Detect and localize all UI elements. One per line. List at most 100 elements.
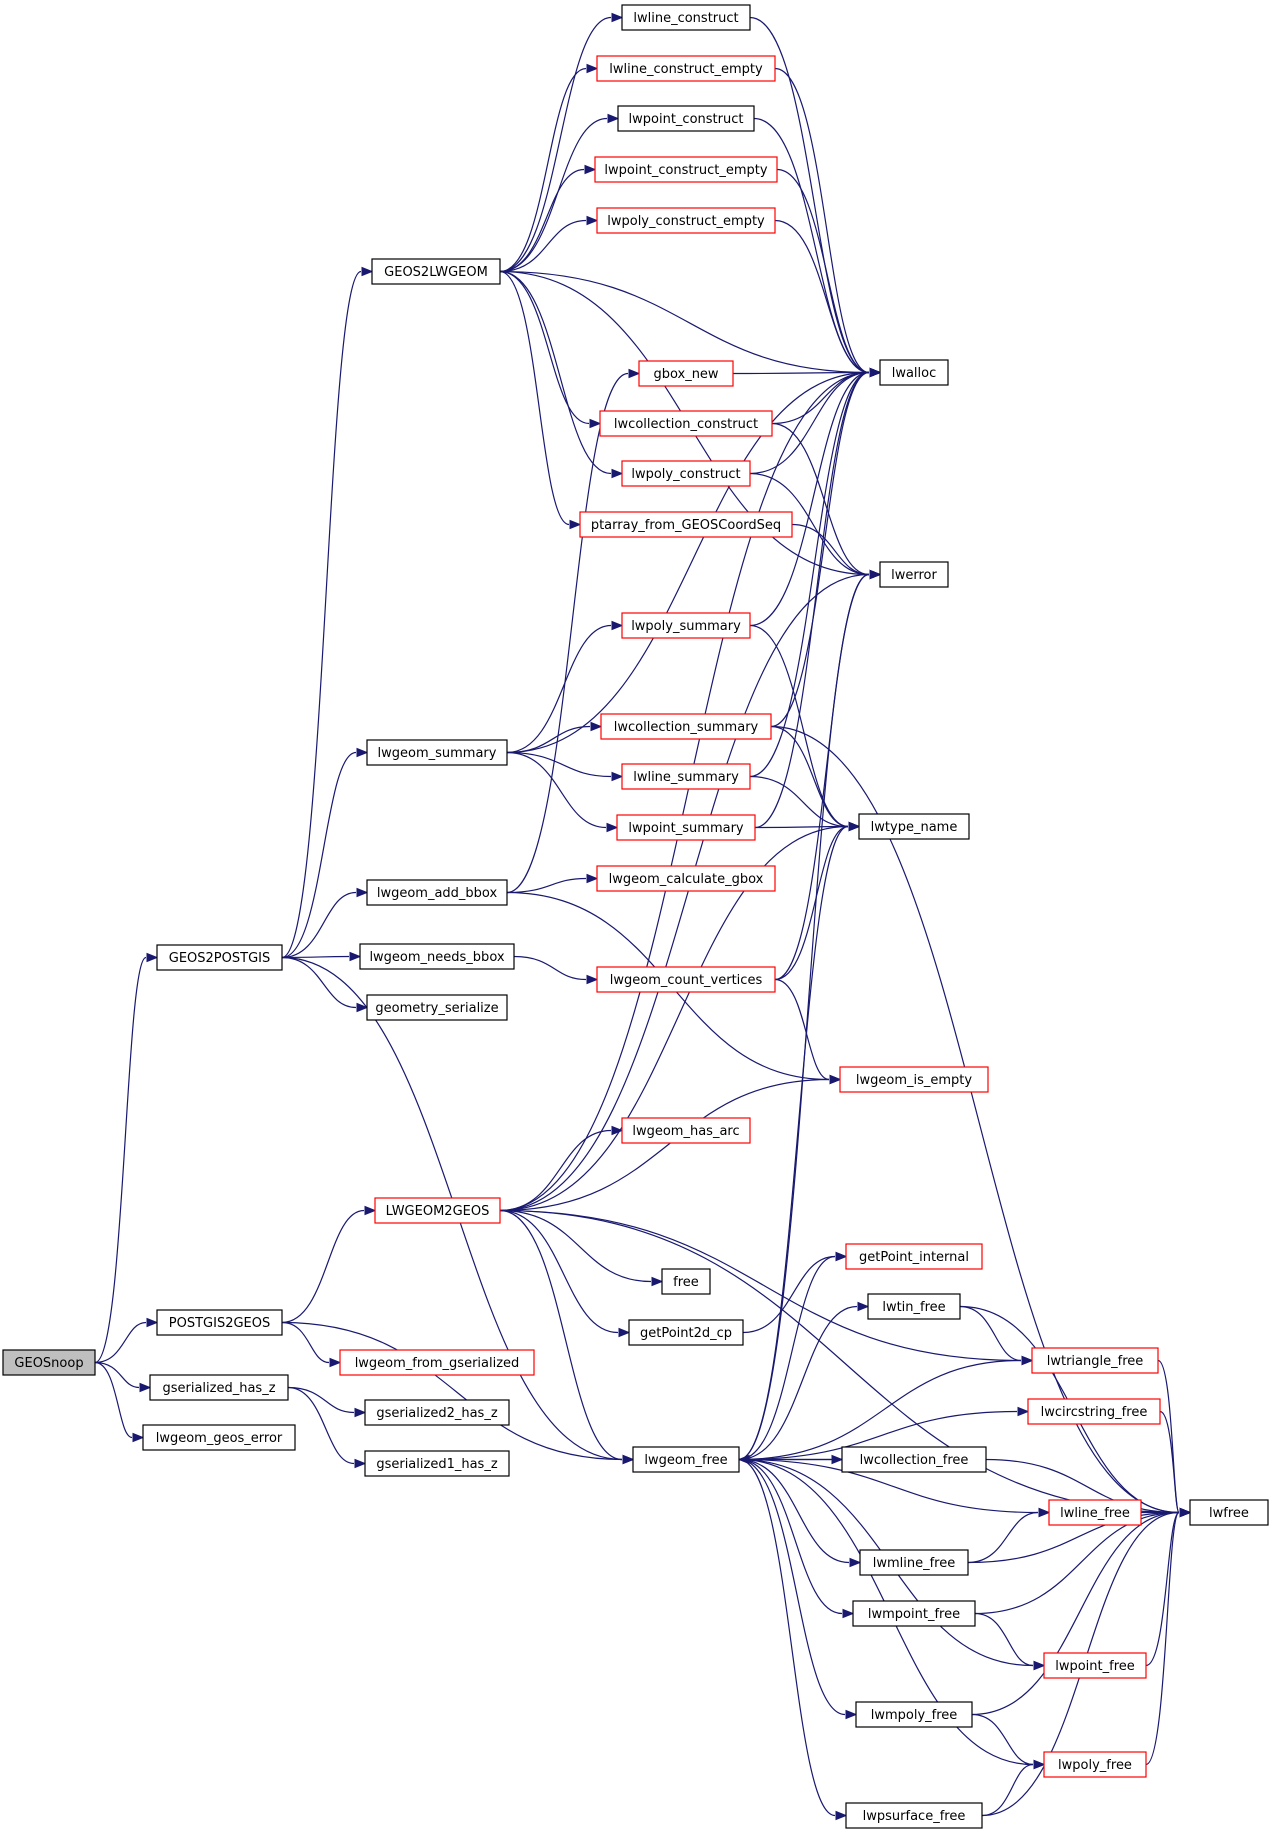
edge-line — [499, 219, 587, 273]
node-lwpoint-construct-empty[interactable]: lwpoint_construct_empty — [594, 156, 778, 183]
node-geossnoop[interactable]: GEOSnoop — [2, 1349, 96, 1376]
node-lwtin-free[interactable]: lwtin_free — [867, 1293, 961, 1320]
node-postgis2geos[interactable]: POSTGIS2GEOS — [156, 1309, 283, 1336]
node-lwerror[interactable]: lwerror — [879, 561, 949, 588]
node-lwfree[interactable]: lwfree — [1189, 1499, 1269, 1526]
edge-line — [499, 16, 612, 273]
node-label: lwgeom_calculate_gbox — [609, 872, 764, 887]
node-label: lwcollection_free — [860, 1453, 969, 1468]
edge-arrowhead — [829, 1074, 842, 1085]
node-lwmpoint-free[interactable]: lwmpoint_free — [852, 1600, 976, 1627]
edge-lwgeom_free-to-getpoint_internal — [738, 1251, 848, 1461]
edge-lwpoint_summary-to-lwalloc — [754, 367, 882, 829]
node-gserialized-has-z[interactable]: gserialized_has_z — [149, 1374, 289, 1401]
edge-line — [281, 1321, 330, 1364]
edge-line — [738, 1359, 1022, 1461]
edge-geos2lwgeom-to-lwpoly_construct — [499, 270, 624, 479]
node-label: lwerror — [891, 568, 937, 583]
node-lwpoint-construct[interactable]: lwpoint_construct — [617, 105, 755, 132]
node-lwline-construct[interactable]: lwline_construct — [621, 4, 751, 31]
node-lwpoly-construct[interactable]: lwpoly_construct — [621, 460, 751, 487]
edge-lwgeom_free-to-lwtin_free — [738, 1301, 870, 1461]
node-lwgeom2geos[interactable]: LWGEOM2GEOS — [374, 1197, 501, 1224]
edge-line — [738, 1410, 1018, 1461]
node-box — [839, 1066, 989, 1093]
edge-line — [499, 67, 587, 273]
node-label: lwgeom_count_vertices — [610, 973, 763, 988]
node-label: LWGEOM2GEOS — [386, 1204, 490, 1219]
edge-line — [499, 1129, 612, 1212]
node-geos2postgis[interactable]: GEOS2POSTGIS — [156, 944, 283, 971]
edge-line — [770, 725, 1180, 1514]
edge-arrowhead — [618, 1327, 631, 1338]
node-lwcircstring-free[interactable]: lwcircstring_free — [1027, 1398, 1161, 1425]
node-gserialized2-has-z[interactable]: gserialized2_has_z — [364, 1399, 510, 1426]
node-lwgeom-has-arc[interactable]: lwgeom_has_arc — [621, 1117, 751, 1144]
edge-arrowhead — [586, 873, 599, 884]
node-lwline-summary[interactable]: lwline_summary — [621, 763, 751, 790]
node-lwmline-free[interactable]: lwmline_free — [859, 1549, 969, 1576]
node-box — [596, 55, 776, 82]
node-lwmpoly-free[interactable]: lwmpoly_free — [855, 1701, 973, 1728]
node-lwgeom-is-empty[interactable]: lwgeom_is_empty — [839, 1066, 989, 1093]
node-lwgeom-from-gserialized[interactable]: lwgeom_from_gserialized — [339, 1349, 535, 1376]
node-gbox-new[interactable]: gbox_new — [638, 360, 734, 387]
node-geos2lwgeom[interactable]: GEOS2LWGEOM — [371, 258, 501, 285]
node-lwtype-name[interactable]: lwtype_name — [858, 813, 970, 840]
node-label: gbox_new — [653, 367, 718, 382]
node-lwpoly-construct-empty[interactable]: lwpoly_construct_empty — [596, 207, 776, 234]
edge-lwcollection_free-to-lwgeom_free — [737, 1454, 842, 1465]
node-box — [617, 105, 755, 132]
node-box — [879, 561, 949, 588]
node-label: lwgeom_geos_error — [156, 1431, 283, 1446]
edge-line — [981, 1763, 1034, 1817]
edge-line — [959, 1305, 1022, 1362]
node-label: lwgeom_from_gserialized — [355, 1356, 520, 1371]
edge-arrowhead — [1033, 1759, 1046, 1770]
node-box — [621, 612, 751, 639]
edge-line — [749, 472, 870, 576]
node-lwcollection-construct[interactable]: lwcollection_construct — [599, 410, 773, 437]
node-lwgeom-summary[interactable]: lwgeom_summary — [366, 739, 508, 766]
node-lwgeom-add-bbox[interactable]: lwgeom_add_bbox — [366, 879, 508, 906]
edge-arrowhead — [586, 215, 599, 226]
node-box — [1043, 1751, 1147, 1778]
node-lwgeom-count-vertices[interactable]: lwgeom_count_vertices — [596, 966, 776, 993]
node-lwpoly-free[interactable]: lwpoly_free — [1043, 1751, 1147, 1778]
node-free[interactable]: free — [661, 1268, 711, 1295]
node-lwline-construct-empty[interactable]: lwline_construct_empty — [596, 55, 776, 82]
node-lwpoint-summary[interactable]: lwpoint_summary — [616, 814, 756, 841]
node-label: ptarray_from_GEOSCoordSeq — [591, 518, 781, 533]
node-lwalloc[interactable]: lwalloc — [879, 359, 949, 386]
node-geometry-serialize[interactable]: geometry_serialize — [366, 994, 508, 1021]
node-box — [596, 865, 776, 892]
node-lwtriangle-free[interactable]: lwtriangle_free — [1031, 1347, 1159, 1374]
node-box — [859, 1549, 969, 1576]
node-lwline-free[interactable]: lwline_free — [1048, 1499, 1142, 1526]
edge-arrowhead — [848, 821, 861, 832]
node-lwpsurface-free[interactable]: lwpsurface_free — [845, 1802, 983, 1829]
node-lwgeom-calculate-gbox[interactable]: lwgeom_calculate_gbox — [596, 865, 776, 892]
node-lwgeom-free[interactable]: lwgeom_free — [632, 1446, 740, 1473]
node-box — [1048, 1499, 1142, 1526]
edge-arrowhead — [354, 1458, 367, 1469]
edge-line — [971, 1511, 1180, 1716]
edge-lwgeom_free-to-lwtype_name — [738, 821, 861, 1461]
edge-line — [499, 825, 849, 1212]
node-lwcollection-summary[interactable]: lwcollection_summary — [600, 713, 772, 740]
node-getpoint2d-cp[interactable]: getPoint2d_cp — [628, 1319, 744, 1346]
node-getpoint-internal[interactable]: getPoint_internal — [845, 1243, 983, 1270]
node-box — [142, 1424, 296, 1451]
edge-arrowhead — [361, 266, 374, 277]
node-gserialized1-has-z[interactable]: gserialized1_has_z — [364, 1450, 510, 1477]
edge-line — [967, 1511, 1039, 1564]
edge-line — [776, 168, 870, 374]
node-box — [156, 1309, 283, 1336]
node-lwgeom-geos-error[interactable]: lwgeom_geos_error — [142, 1424, 296, 1451]
node-ptarray-from-geoscoordseq[interactable]: ptarray_from_GEOSCoordSeq — [579, 511, 793, 538]
node-lwpoly-summary[interactable]: lwpoly_summary — [621, 612, 751, 639]
node-lwpoint-free[interactable]: lwpoint_free — [1043, 1652, 1147, 1679]
node-lwgeom-needs-bbox[interactable]: lwgeom_needs_bbox — [359, 943, 515, 970]
node-label: lwpoly_summary — [631, 619, 741, 634]
node-lwcollection-free[interactable]: lwcollection_free — [841, 1446, 987, 1473]
